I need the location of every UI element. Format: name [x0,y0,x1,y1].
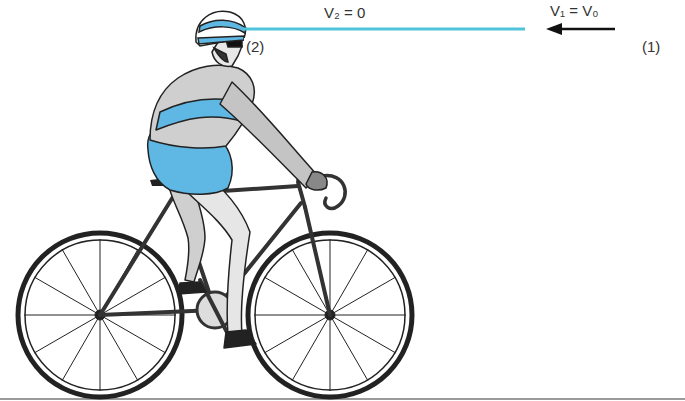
rider-part [306,172,327,190]
rider-head-part [212,40,242,66]
velocity-arrow-part [546,23,562,35]
point-label: (1) [640,38,662,56]
rider-part [178,282,206,294]
point-label: (2) [244,38,266,56]
velocity-label: V₁ = V₀ [548,2,600,20]
streamline [243,28,525,31]
rider-head-part [196,11,246,46]
rider-head-part [198,36,244,44]
velocity-arrow [546,23,615,35]
velocity-arrow-part [556,28,615,31]
velocity-label: V₂ = 0 [322,4,367,22]
rider-part [220,82,318,188]
rider [148,65,327,348]
bicycle-frame-part [305,207,330,315]
rider-part [224,330,256,348]
bicycle-frame-part [100,192,176,315]
rider-head-part [214,48,228,62]
rider-head-part [199,20,246,33]
rider-head [196,11,246,66]
